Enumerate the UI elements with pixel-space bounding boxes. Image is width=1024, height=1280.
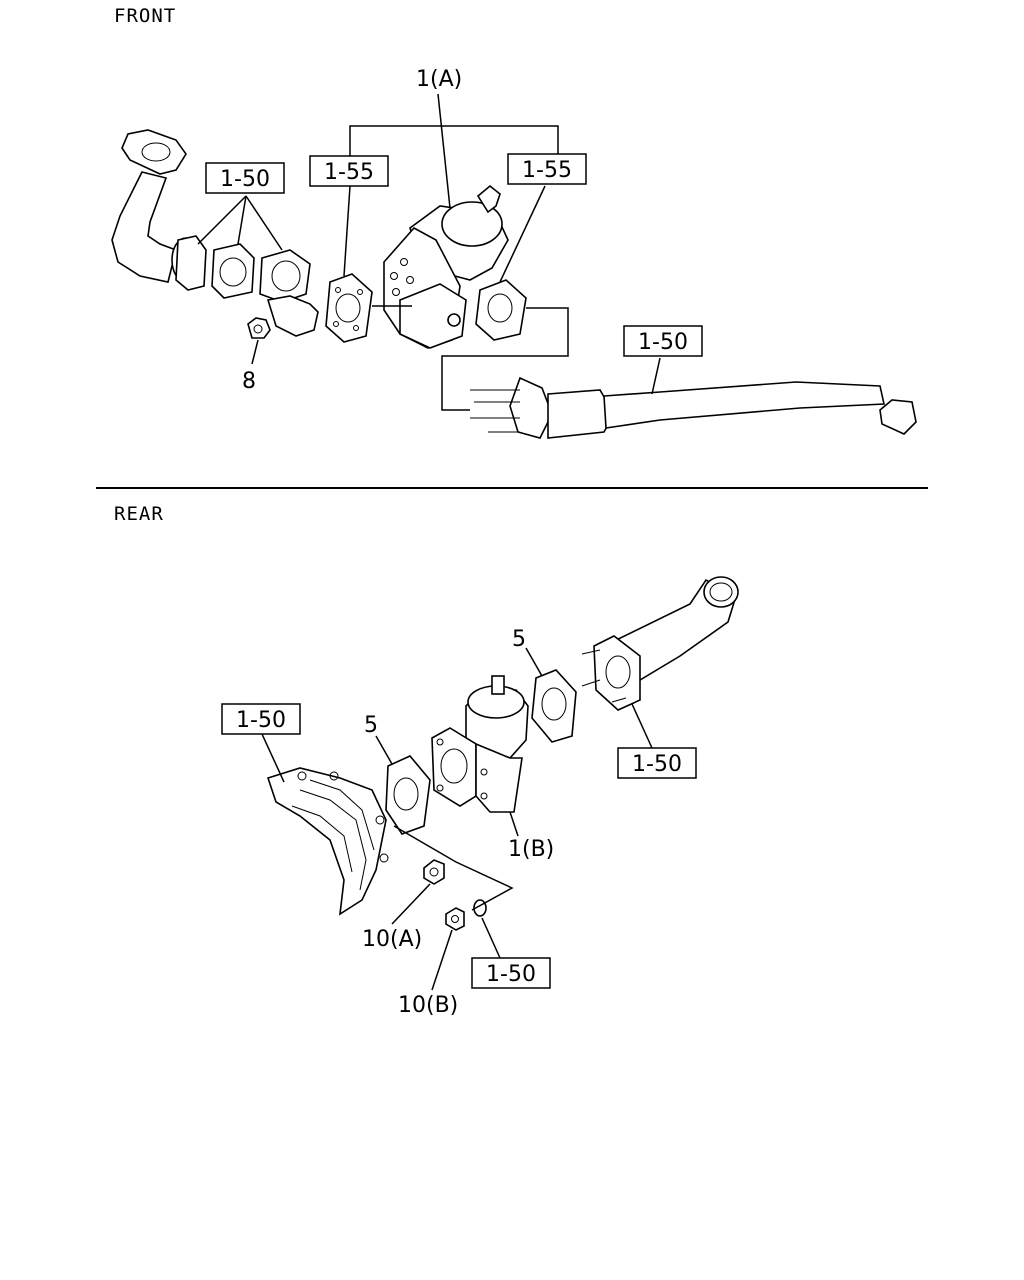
ref-box-1-55-front-right <box>507 153 587 185</box>
ref-label-1-55-front-mid: 1-55 <box>324 160 374 185</box>
ref-box-1-50-front-left <box>205 162 285 194</box>
leader-1-50-pipe <box>651 357 661 395</box>
label-part-10a: 10(A) <box>362 927 422 952</box>
rear-gasket-5-right <box>531 669 577 743</box>
ref-box-1-50-rear-washer <box>471 957 551 989</box>
rear-exhaust-manifold <box>266 767 389 916</box>
section-title-rear: REAR <box>114 503 164 525</box>
label-part-1b: 1(B) <box>508 837 554 862</box>
ref-label-1-50-front-left: 1-50 <box>220 167 270 192</box>
ref-box-1-55-front-mid <box>309 155 389 187</box>
bracket-1-55 <box>349 125 559 156</box>
pipe-connection-line <box>441 307 569 411</box>
label-part-8: 8 <box>242 369 256 394</box>
front-rear-exhaust-pipe <box>470 376 917 439</box>
front-gasket-right <box>475 279 527 341</box>
ref-box-1-50-rear-manifold <box>221 703 301 735</box>
label-part-5-right: 5 <box>512 627 526 652</box>
label-part-5-left: 5 <box>364 713 378 738</box>
rear-exhaust-brake-valve <box>431 675 529 813</box>
leader-1-50-a <box>197 195 247 245</box>
ref-label-1-55-front-right: 1-55 <box>522 158 572 183</box>
leader-1-55-right <box>499 185 546 283</box>
rear-nut-10a <box>423 859 445 885</box>
leader-1-55-left <box>343 185 351 277</box>
leader-1-50-manifold <box>261 733 285 783</box>
front-exhaust-brake-valve <box>383 184 509 349</box>
front-flange-gaskets <box>175 235 319 337</box>
front-gasket-left <box>325 273 373 343</box>
ref-label-1-50-rear-washer: 1-50 <box>486 962 536 987</box>
leader-5-left <box>375 735 393 765</box>
ref-label-1-50-front-pipe: 1-50 <box>638 330 688 355</box>
rear-nut-10b <box>445 907 465 931</box>
ref-box-1-50-rear-pipe <box>617 747 697 779</box>
rear-elbow-pipe <box>581 576 739 711</box>
leader-1-50-c <box>245 195 283 251</box>
section-title-front: FRONT <box>114 5 176 27</box>
label-part-1a: 1(A) <box>416 67 462 92</box>
leader-10a <box>391 883 431 925</box>
ref-box-1-50-front-pipe <box>623 325 703 357</box>
ref-label-1-50-rear-pipe: 1-50 <box>632 752 682 777</box>
leader-1b <box>509 811 519 837</box>
label-part-10b: 10(B) <box>398 993 458 1018</box>
leader-5-right <box>525 647 543 677</box>
rear-gasket-5-left <box>385 755 431 835</box>
leader-1-50-pipe <box>631 703 653 749</box>
stud-centerline <box>393 825 514 911</box>
leader-10b <box>431 929 453 991</box>
front-nut-8 <box>247 317 271 339</box>
leader-1-50-washer <box>481 917 501 959</box>
ref-label-1-50-rear-manifold: 1-50 <box>236 708 286 733</box>
leader-1-50-b <box>237 195 247 245</box>
leader-1a <box>437 93 451 209</box>
